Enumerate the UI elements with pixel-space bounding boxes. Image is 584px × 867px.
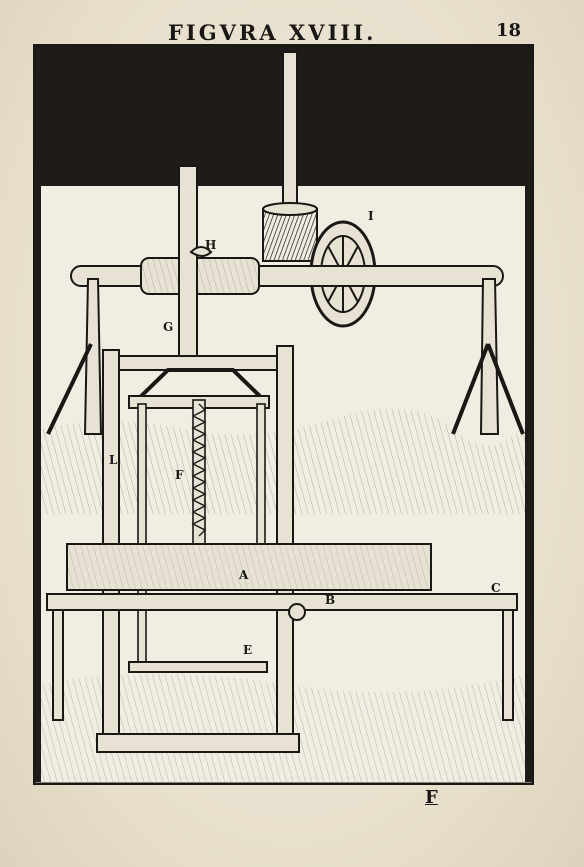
woodcut-plate: I H G L F A B C E [33, 44, 534, 785]
top-shaft [282, 51, 298, 213]
page-number: 18 [496, 20, 522, 41]
right-trestle [479, 278, 500, 435]
label-f: F [175, 468, 184, 482]
crank-h [189, 246, 213, 257]
lantern-gear [262, 208, 318, 262]
frame-base [96, 733, 300, 753]
figure-title: FIGVRA XVIII. [168, 20, 377, 45]
frame-top-beam [118, 355, 278, 371]
label-h: H [205, 238, 216, 252]
label-g: G [163, 320, 173, 334]
post-g [178, 165, 198, 357]
lever-e [128, 661, 268, 673]
label-l: L [109, 453, 118, 467]
page-header: FIGVRA XVIII. 18 [0, 14, 584, 45]
woodcut-illustration: I H G L F A B C E [33, 44, 534, 785]
label-i: I [368, 209, 374, 223]
label-b: B [325, 593, 335, 607]
main-axle [70, 265, 504, 287]
bench-plank [46, 593, 518, 611]
signature-mark: F [425, 787, 438, 808]
label-a: A [238, 568, 249, 582]
left-trestle [83, 278, 103, 435]
label-e: E [243, 643, 252, 657]
bench-gear [288, 603, 306, 621]
label-c: C [491, 581, 501, 595]
